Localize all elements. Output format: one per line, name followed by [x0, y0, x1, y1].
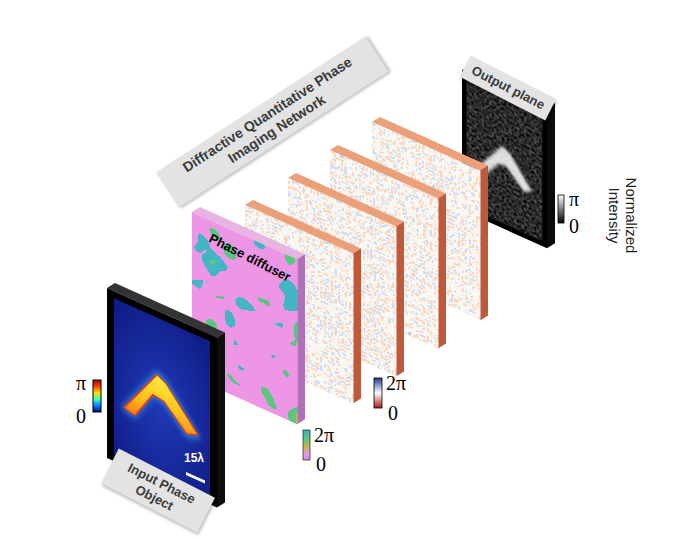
- axis-title: Normalized Intensity: [606, 168, 639, 262]
- colorbar: [303, 430, 310, 460]
- colorbar-max: π: [76, 372, 86, 394]
- colorbar: [558, 195, 564, 223]
- colorbar-min: 0: [76, 405, 86, 427]
- colorbar-min: 0: [569, 215, 579, 237]
- colorbar-max: π: [569, 188, 579, 210]
- colorbar: [93, 380, 101, 412]
- colorbar-min: 0: [388, 402, 398, 424]
- scale-bar-label: 15λ: [184, 452, 204, 465]
- colorbar-max: 2π: [314, 424, 334, 446]
- colorbar: [374, 378, 382, 408]
- scale-bar: [186, 474, 205, 483]
- colorbar-min: 0: [316, 453, 326, 475]
- colorbar-max: 2π: [386, 372, 406, 394]
